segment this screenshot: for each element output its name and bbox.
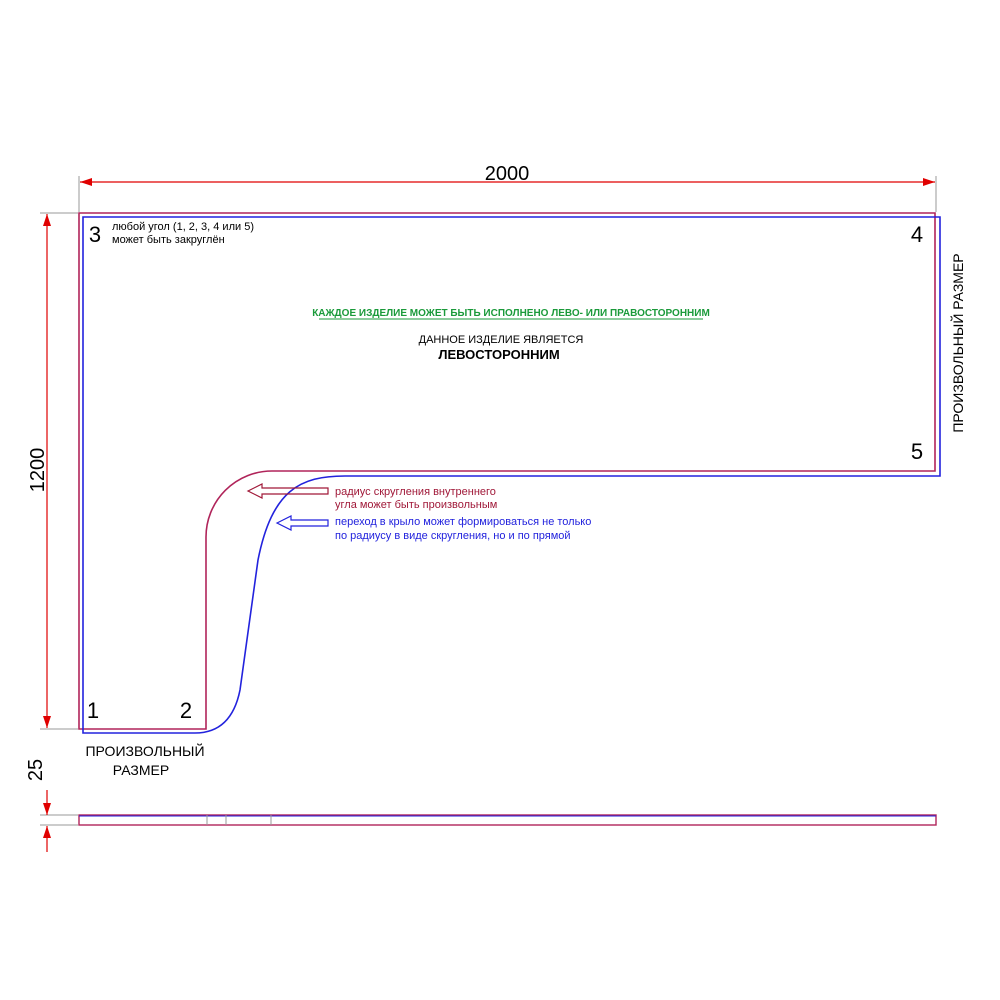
- radius-note-arrow-icon: [246, 483, 329, 499]
- corner-number-3: 3: [89, 222, 101, 247]
- arbitrary-size-bottom-line2: РАЗМЕР: [113, 762, 169, 778]
- side-view: [78, 814, 937, 826]
- green-heading: КАЖДОЕ ИЗДЕЛИЕ МОЖЕТ БЫТЬ ИСПОЛНЕНО ЛЕВО…: [312, 308, 710, 319]
- height-dimension-label: 1200: [27, 448, 49, 493]
- corner-number-2: 2: [180, 698, 192, 723]
- corner-number-5: 5: [911, 439, 923, 464]
- thickness-dimension-label: 25: [25, 759, 47, 781]
- outline-radius-variant: [78, 212, 936, 730]
- width-dimension-label: 2000: [485, 163, 530, 185]
- product-side-line2: ЛЕВОСТОРОННИМ: [438, 347, 559, 362]
- product-side-line1: ДАННОЕ ИЗДЕЛИЕ ЯВЛЯЕТСЯ: [419, 334, 584, 346]
- transition-note-line1: переход в крыло может формироваться не т…: [335, 516, 591, 528]
- arbitrary-size-bottom-line1: ПРОИЗВОЛЬНЫЙ: [85, 742, 204, 759]
- radius-note-line2: угла может быть произвольным: [335, 499, 497, 511]
- corner-number-1: 1: [87, 698, 99, 723]
- radius-note-line1: радиус скругления внутреннего: [335, 486, 496, 498]
- outline-straight-variant: [82, 216, 941, 734]
- transition-note-line2: по радиусу в виде скругления, но и по пр…: [335, 530, 571, 542]
- corner-number-4: 4: [911, 222, 923, 247]
- arbitrary-size-right: ПРОИЗВОЛЬНЫЙ РАЗМЕР: [949, 253, 966, 432]
- extension-lines: [40, 176, 937, 826]
- transition-note-arrow-icon: [275, 515, 329, 531]
- corner-note-line2: может быть закруглён: [112, 234, 225, 246]
- corner-note-line1: любой угол (1, 2, 3, 4 или 5): [112, 221, 254, 233]
